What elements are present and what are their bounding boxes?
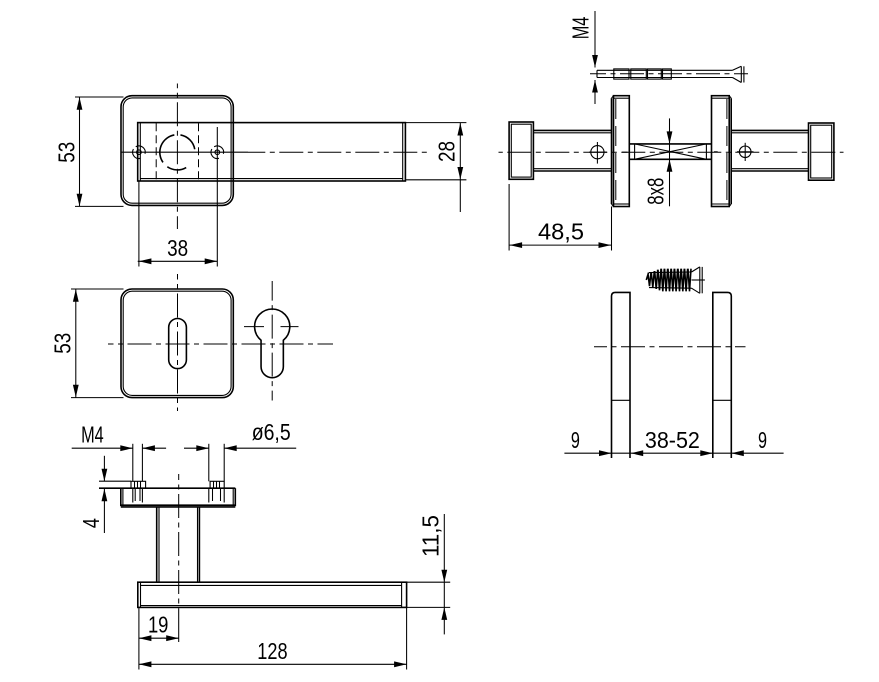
- svg-text:M4: M4: [81, 422, 104, 448]
- svg-text:48,5: 48,5: [538, 219, 584, 245]
- svg-text:M4: M4: [568, 17, 594, 40]
- svg-text:19: 19: [148, 612, 169, 638]
- svg-text:38: 38: [167, 235, 188, 261]
- svg-text:11,5: 11,5: [417, 515, 443, 557]
- svg-text:38-52: 38-52: [645, 427, 700, 453]
- svg-text:128: 128: [257, 638, 287, 664]
- svg-text:28: 28: [433, 141, 459, 162]
- svg-text:4: 4: [78, 518, 104, 528]
- svg-text:53: 53: [53, 142, 79, 163]
- svg-text:8x8: 8x8: [643, 178, 669, 205]
- svg-text:53: 53: [50, 333, 76, 354]
- svg-text:9: 9: [758, 427, 767, 453]
- svg-text:ø6,5: ø6,5: [252, 419, 291, 445]
- svg-text:9: 9: [571, 427, 580, 453]
